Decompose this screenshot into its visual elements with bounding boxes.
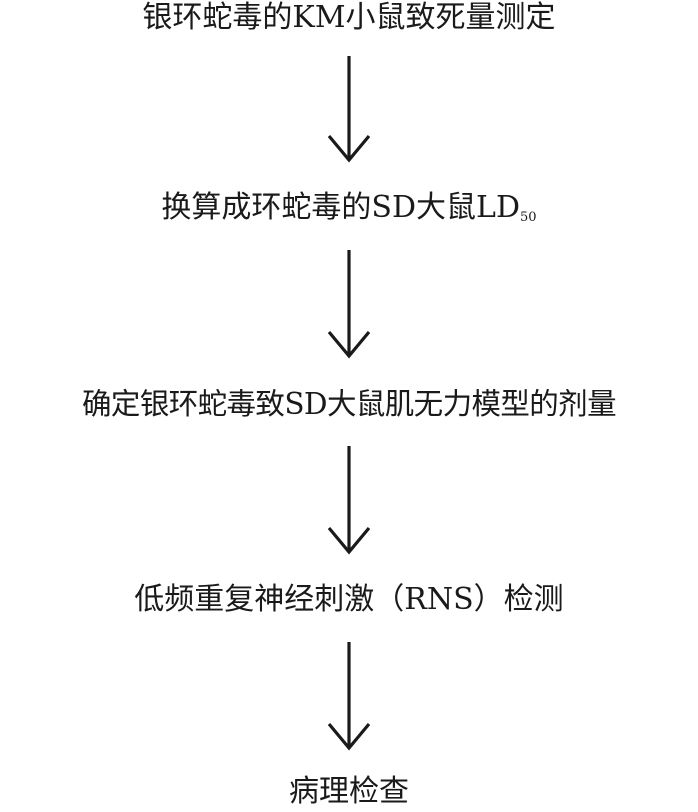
down-arrow-icon: [325, 56, 373, 164]
down-arrow-icon: [325, 446, 373, 556]
step-5-pathology: 病理检查: [0, 772, 698, 812]
step-4-text: 低频重复神经刺激（RNS）检测: [134, 582, 564, 617]
step-3-text: 确定银环蛇毒致SD大鼠肌无力模型的剂量: [82, 387, 617, 421]
step-5-text: 病理检查: [289, 774, 409, 809]
arrow-head: [327, 526, 371, 555]
step-3-model-dose: 确定银环蛇毒致SD大鼠肌无力模型的剂量: [0, 384, 698, 424]
arrow-head: [327, 330, 371, 359]
step-2-subscript: 50: [520, 210, 537, 225]
step-2-ld50-conversion: 换算成环蛇毒的SD大鼠LD50: [0, 188, 698, 228]
arrow-head: [327, 134, 371, 163]
step-1-text: 银环蛇毒的KM小鼠致死量测定: [142, 0, 556, 35]
arrow-head: [327, 722, 371, 751]
down-arrow-icon: [325, 642, 373, 752]
step-2-text: 换算成环蛇毒的SD大鼠LD: [161, 190, 521, 225]
step-1-lethal-dose-determination: 银环蛇毒的KM小鼠致死量测定: [0, 0, 698, 38]
step-4-rns-test: 低频重复神经刺激（RNS）检测: [0, 580, 698, 620]
down-arrow-icon: [325, 250, 373, 360]
